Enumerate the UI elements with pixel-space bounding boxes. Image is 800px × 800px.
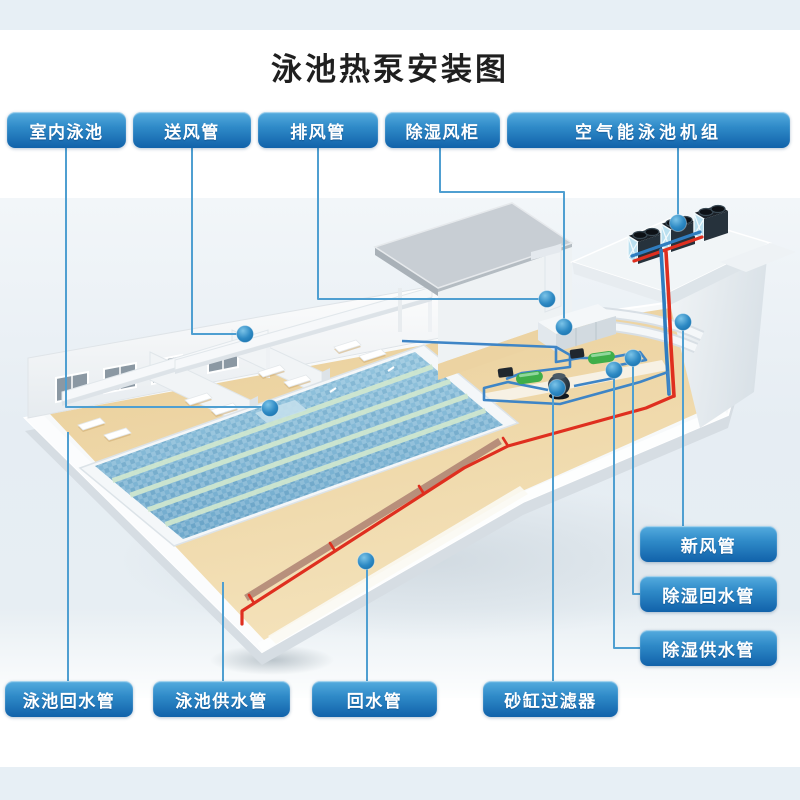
circulation-pumps: [497, 348, 615, 385]
label-text: 室内泳池: [29, 122, 104, 142]
leader-dot: [261, 399, 279, 417]
deck-walkway: [268, 486, 528, 644]
label-text: 排风管: [290, 122, 346, 142]
leader-dots: [236, 214, 692, 570]
leader-supply-air-duct: [191, 148, 240, 335]
leader-dot: [357, 552, 375, 570]
leader-dot: [624, 349, 642, 367]
label-sand-filter: 砂缸过滤器: [483, 681, 618, 717]
leader-indoor-pool: [65, 148, 266, 408]
pool-steps: [255, 400, 307, 423]
lane-lines: [111, 364, 487, 527]
leader-dot: [236, 325, 254, 343]
pool-supply-pipe: [240, 394, 676, 626]
label-pool-supply-pipe: 泳池供水管: [153, 681, 290, 717]
leader-dot: [605, 361, 623, 379]
leader-dehumid-cabinet: [439, 148, 565, 322]
leader-dot: [674, 313, 692, 331]
label-text: 回水管: [346, 691, 403, 711]
label-indoor-pool: 室内泳池: [7, 112, 126, 148]
platform-near-rim: [258, 407, 728, 652]
bottom-band: [0, 767, 800, 800]
label-supply-air-duct: 送风管: [133, 112, 251, 148]
label-text: 除湿风柜: [405, 122, 480, 142]
leader-dot: [669, 214, 687, 232]
leader-dehumid-supply: [613, 374, 642, 649]
label-dehumid-cabinet: 除湿风柜: [385, 112, 500, 148]
label-pool-return-pipe: 泳池回水管: [5, 681, 133, 717]
label-air-source-heat-pump-unit: 空气能泳池机组: [507, 112, 790, 148]
label-dehumid-return-pipe: 除湿回水管: [640, 576, 777, 612]
platform-tip-shadow: [210, 645, 334, 675]
swimming-pool: [78, 344, 520, 547]
label-text: 泳池回水管: [22, 691, 116, 711]
label-text: 送风管: [164, 122, 220, 142]
page-title: 泳池热泵安装图: [271, 52, 509, 87]
supply-air-duct-beams: [61, 286, 433, 406]
heat-pump-unit: [693, 204, 728, 243]
dehumid-return-riser: [659, 248, 671, 396]
label-exhaust-air-duct: 排风管: [258, 112, 378, 148]
pool-gutter-channel: [244, 438, 502, 601]
leader-dot: [538, 290, 556, 308]
top-band: [0, 0, 800, 30]
lounge-chairs: [77, 339, 387, 442]
leader-dot: [548, 379, 566, 397]
label-text: 除湿供水管: [662, 640, 755, 660]
label-text: 空气能泳池机组: [575, 122, 722, 142]
leader-dot: [555, 318, 573, 336]
riser-pipes: [630, 230, 704, 398]
label-return-pipe: 回水管: [312, 681, 437, 717]
leader-exhaust-air-duct: [317, 148, 542, 300]
leader-dehumid-return: [632, 362, 642, 595]
label-fresh-air-duct: 新风管: [640, 526, 777, 562]
label-text: 新风管: [680, 536, 737, 556]
leader-lines: [65, 148, 684, 681]
label-text: 除湿回水管: [662, 586, 755, 606]
label-dehumid-supply-pipe: 除湿供水管: [640, 630, 777, 666]
label-text: 砂缸过滤器: [504, 691, 597, 711]
hot-water-riser: [664, 250, 676, 398]
label-text: 泳池供水管: [175, 691, 268, 711]
